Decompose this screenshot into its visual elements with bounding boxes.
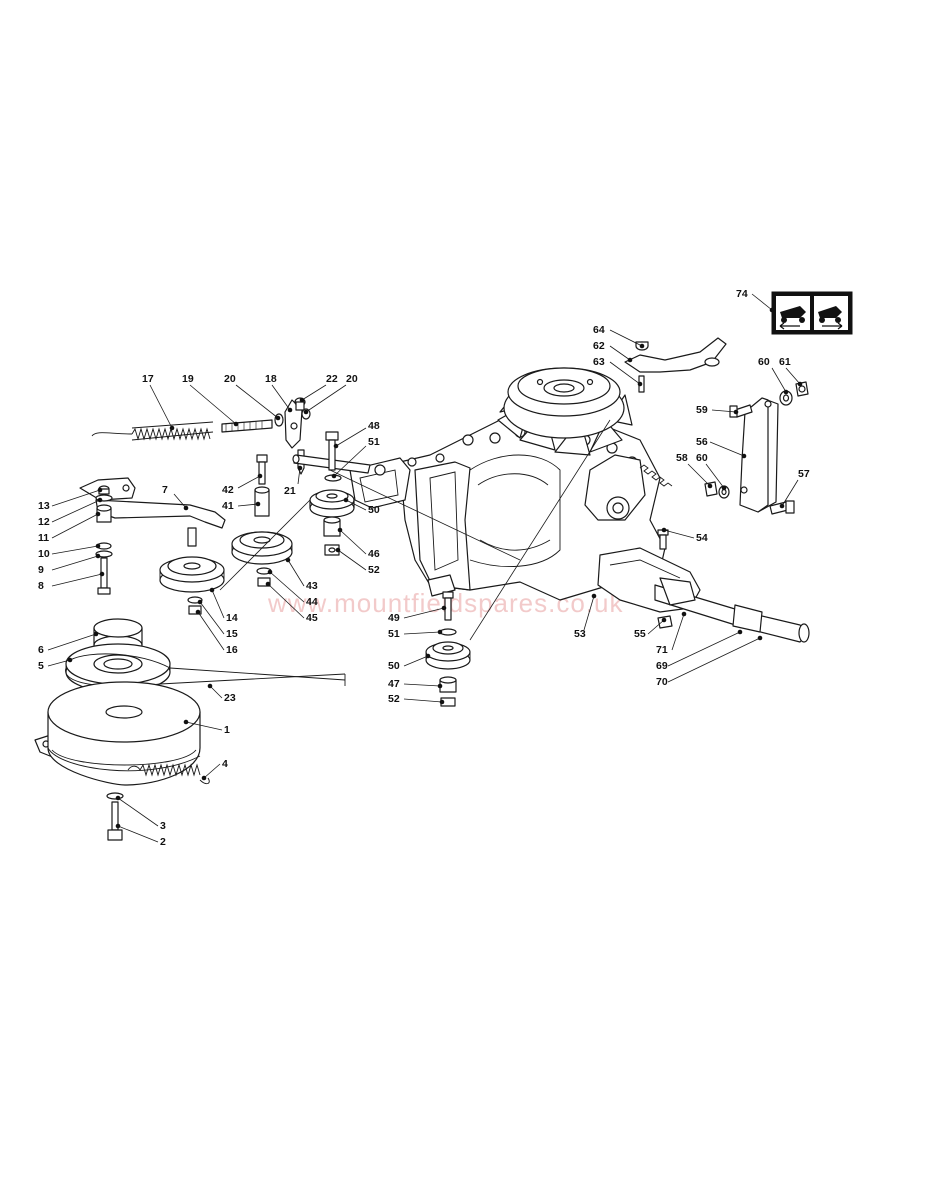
callout-18: 18 [265,373,277,385]
callout-17: 17 [142,373,154,385]
bolt-42-spacer-41 [254,454,270,517]
callout-59: 59 [696,404,708,416]
callout-6: 6 [38,644,44,656]
callout-51-upper: 51 [368,436,380,448]
callout-7: 7 [162,484,168,496]
bracket-56 [704,381,809,515]
callout-41: 41 [222,500,234,512]
callout-14: 14 [226,612,238,624]
callout-4: 4 [222,758,228,770]
callout-71: 71 [656,644,668,656]
rod-19 [221,419,273,433]
callout-20-left: 20 [224,373,236,385]
idler-pulley-50-lower [425,591,471,707]
spring-17 [91,421,214,441]
callout-57: 57 [798,468,810,480]
callout-47: 47 [388,678,400,690]
callout-46: 46 [368,548,380,560]
callout-49: 49 [388,612,400,624]
transmission-housing [349,417,810,643]
callout-23: 23 [224,692,236,704]
callout-69: 69 [656,660,668,672]
callout-8: 8 [38,580,44,592]
spring-4 [127,763,210,785]
callout-44: 44 [306,596,318,608]
callout-9: 9 [38,564,44,576]
electric-clutch-1 [34,681,201,786]
callout-1: 1 [224,724,230,736]
bolt-2-washer-3 [106,792,124,841]
callout-15: 15 [226,628,238,640]
callout-16: 16 [226,644,238,656]
callout-19: 19 [182,373,194,385]
callout-58: 58 [676,452,688,464]
idler-pulley-14 [159,556,225,615]
callout-20-right: 20 [346,373,358,385]
callout-21: 21 [284,485,296,497]
idler-pulley-50-upper [309,489,355,556]
leader-lines [47,293,803,843]
linkage-18-22 [274,397,311,475]
callout-63: 63 [593,356,605,368]
callout-12: 12 [38,516,50,528]
callout-60-bottom: 60 [696,452,708,464]
callout-54: 54 [696,532,708,544]
callout-64: 64 [593,324,605,336]
callout-11: 11 [38,532,49,544]
callout-labels: 74 64 62 63 60 61 59 56 58 60 57 54 17 1… [38,288,810,848]
callout-56: 56 [696,436,708,448]
callout-62: 62 [593,340,605,352]
callout-45: 45 [306,612,318,624]
callout-55: 55 [634,628,646,640]
callout-60-top: 60 [758,356,770,368]
callout-53: 53 [574,628,586,640]
callout-22: 22 [326,373,338,385]
callout-2: 2 [160,836,166,848]
callout-52-upper: 52 [368,564,380,576]
callout-43: 43 [306,580,318,592]
callout-52-lower: 52 [388,693,400,705]
callout-13: 13 [38,500,50,512]
bolt-54 [657,529,669,550]
callout-74: 74 [736,288,748,300]
callout-48: 48 [368,420,380,432]
callout-61: 61 [779,356,791,368]
callout-5: 5 [38,660,44,672]
callout-50-upper: 50 [368,504,380,516]
warning-decal-74 [771,291,853,335]
callout-51-lower: 51 [388,628,400,640]
callout-3: 3 [160,820,166,832]
callout-70: 70 [656,676,668,688]
callout-10: 10 [38,548,50,560]
callout-42: 42 [222,484,234,496]
input-pulley-fan [497,367,633,456]
callout-50-lower: 50 [388,660,400,672]
